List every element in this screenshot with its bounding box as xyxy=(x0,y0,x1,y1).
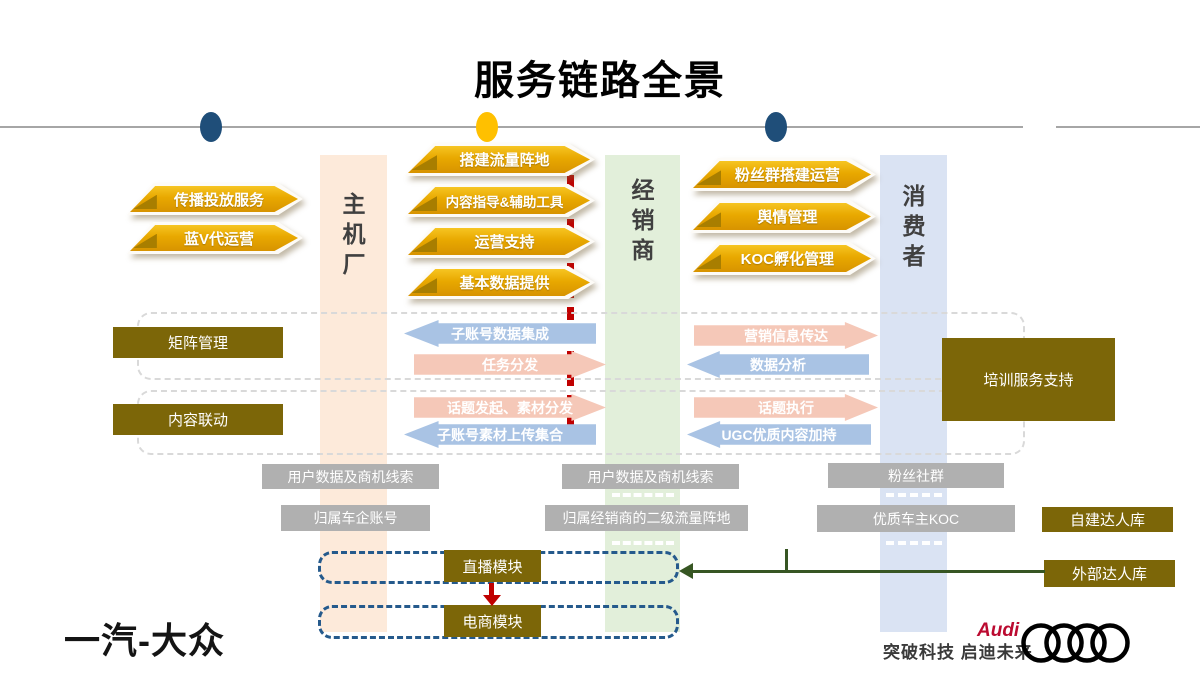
green-connector-line xyxy=(692,570,1045,573)
training-support-box: 培训服务支持 xyxy=(942,338,1115,421)
audi-brand-text: Audi xyxy=(977,620,1020,641)
banner-fan-group: 粉丝群搭建运营 xyxy=(690,158,876,191)
timeline-dot-blue-1-icon xyxy=(200,112,222,142)
flow-subaccount-data: 子账号数据集成 xyxy=(404,320,596,347)
content-link-box: 内容联动 xyxy=(113,404,283,435)
banner-sentiment: 舆情管理 xyxy=(690,200,876,233)
red-arrow-stem xyxy=(489,583,494,596)
faw-vw-logo: 一汽-大众 xyxy=(64,620,225,661)
white-dash-consumer-1 xyxy=(886,493,942,497)
flow-topic-execution: 话题执行 xyxy=(694,394,878,421)
column-consumer xyxy=(880,155,947,632)
banner-content-guide: 内容指导&辅助工具 xyxy=(405,184,595,217)
flow-topic-material: 话题发起、素材分发 xyxy=(414,394,606,421)
audi-rings-icon xyxy=(1021,623,1130,663)
red-dashed-divider xyxy=(567,175,574,437)
flow-data-analysis: 数据分析 xyxy=(687,351,869,378)
matrix-management-box: 矩阵管理 xyxy=(113,327,283,358)
timeline-dot-blue-2-icon xyxy=(765,112,787,142)
timeline-dot-gold-icon xyxy=(476,112,498,142)
flow-marketing-info: 营销信息传达 xyxy=(694,322,878,349)
flow-ugc-content: UGC优质内容加持 xyxy=(687,421,871,448)
flow-task-dispatch: 任务分发 xyxy=(414,351,606,378)
asset-fan-community: 粉丝社群 xyxy=(828,463,1004,488)
column-dealer-label: 经销商 xyxy=(628,178,654,268)
asset-oem-leads: 用户数据及商机线索 xyxy=(262,464,439,489)
green-connector-stub xyxy=(785,549,788,570)
timeline-line-left xyxy=(0,126,1023,128)
module-live-box: 直播模块 xyxy=(444,550,541,582)
banner-blue-v: 蓝V代运营 xyxy=(127,222,303,254)
green-arrow-left-icon xyxy=(679,563,693,579)
asset-oem-account: 归属车企账号 xyxy=(281,505,430,531)
banner-koc: KOC孵化管理 xyxy=(690,242,876,275)
column-consumer-label: 消费者 xyxy=(899,184,925,274)
page-title: 服务链路全景 xyxy=(474,59,726,103)
white-dash-dealer-2 xyxy=(612,541,674,545)
column-oem-label: 主机厂 xyxy=(339,192,365,282)
flow-material-upload: 子账号素材上传集合 xyxy=(404,421,596,448)
timeline-line-right xyxy=(1056,126,1200,128)
banner-traffic-base: 搭建流量阵地 xyxy=(405,143,595,176)
red-arrow-down-icon xyxy=(483,595,501,606)
asset-dealer-traffic: 归属经销商的二级流量阵地 xyxy=(545,505,748,531)
banner-media-service: 传播投放服务 xyxy=(127,183,303,215)
talent-external-box: 外部达人库 xyxy=(1044,560,1175,587)
talent-self-built-box: 自建达人库 xyxy=(1042,507,1173,532)
white-dash-consumer-2 xyxy=(886,541,942,545)
audi-slogan: 突破科技 启迪未来 xyxy=(883,643,1033,662)
banner-operation-support: 运营支持 xyxy=(405,225,595,258)
asset-owner-koc: 优质车主KOC xyxy=(817,505,1015,532)
banner-basic-data: 基本数据提供 xyxy=(405,266,595,299)
white-dash-dealer-1 xyxy=(612,493,674,497)
asset-dealer-leads: 用户数据及商机线索 xyxy=(562,464,739,489)
module-ecommerce-box: 电商模块 xyxy=(444,605,541,637)
